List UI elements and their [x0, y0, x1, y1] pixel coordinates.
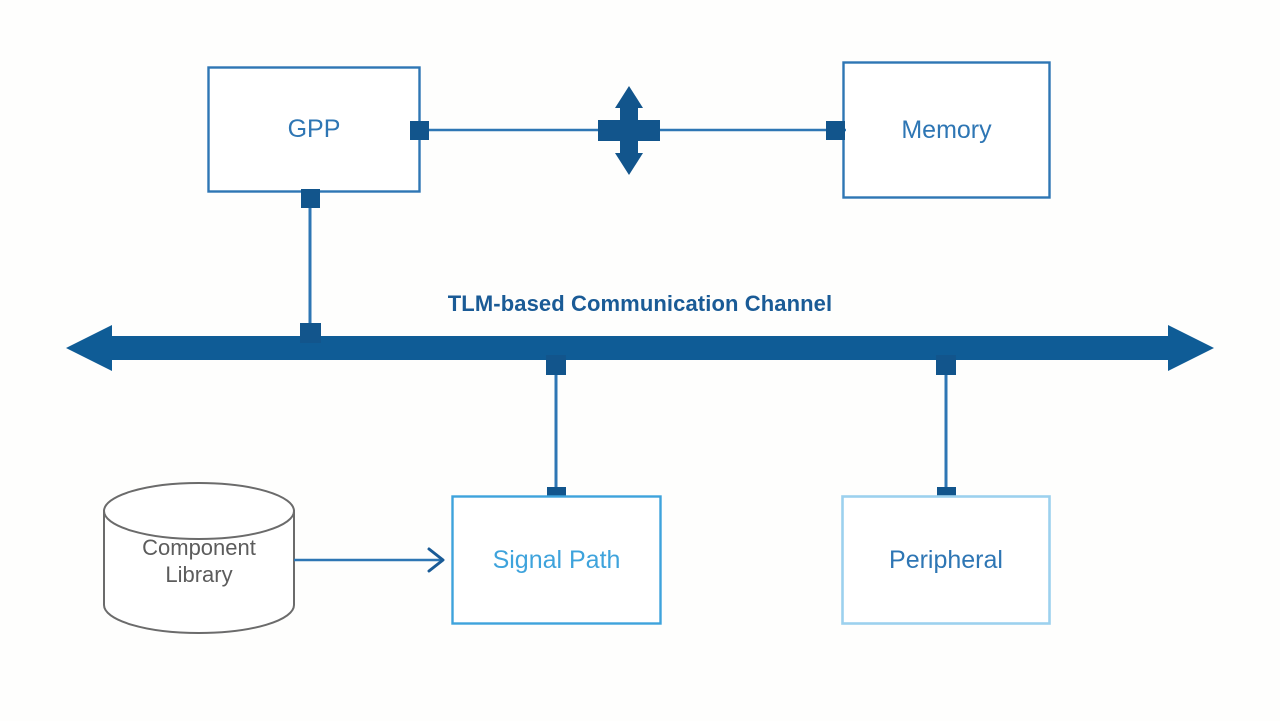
- port-bus-gpp: [300, 323, 321, 343]
- node-gpp-box[interactable]: [207, 66, 421, 193]
- port-memory-left: [826, 121, 845, 140]
- port-gpp-bottom: [301, 189, 320, 208]
- port-bus-peripheral: [936, 355, 956, 375]
- bus-communication-channel[interactable]: [66, 325, 1214, 371]
- node-component-library-cylinder[interactable]: [103, 482, 295, 634]
- port-gpp-right: [410, 121, 429, 140]
- node-memory-box[interactable]: [842, 61, 1051, 199]
- port-bus-signalpath: [546, 355, 566, 375]
- bidirectional-cross-arrow: [598, 86, 660, 175]
- connector-library-signalpath-arrow: [294, 547, 445, 573]
- node-peripheral-box[interactable]: [841, 495, 1051, 625]
- node-signal-path-box[interactable]: [451, 495, 662, 625]
